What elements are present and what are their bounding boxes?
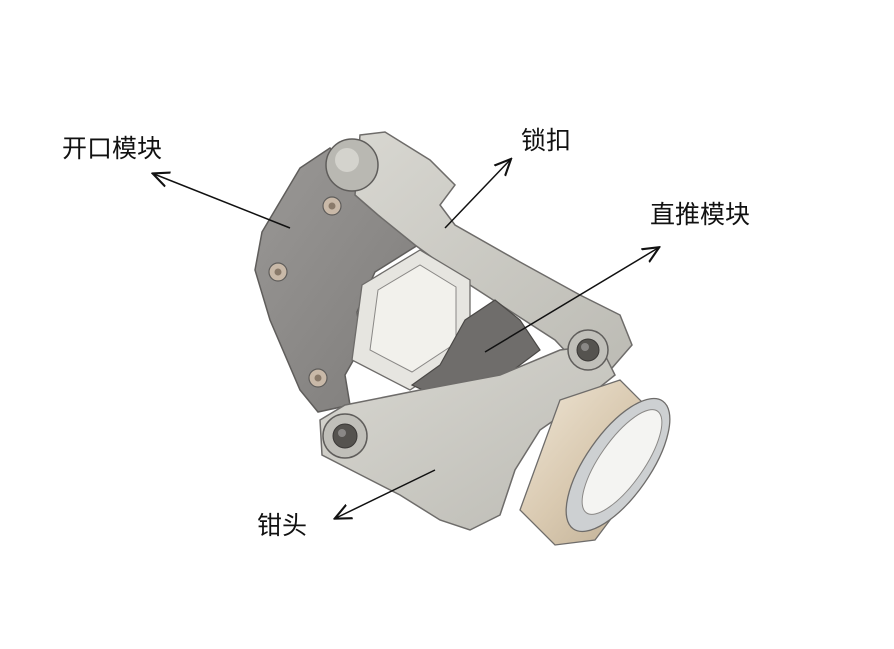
label-open-module: 开口模块 [62,134,163,163]
arrow-lock-buckle [444,160,510,229]
sleeve-cylinder [519,379,671,546]
label-lock-buckle: 锁扣 [521,126,572,155]
arrow-push-module [484,248,658,353]
pivot-pin-right [567,329,609,371]
label-jaw-head: 钳头 [257,511,308,540]
label-push-module: 直推模块 [650,200,751,229]
arrow-jaw-head [336,469,436,518]
bolt-2 [268,262,288,282]
lock-buckle-plate [354,131,633,373]
bolt-1 [322,196,342,216]
jaw-head-plate [319,344,616,531]
pivot-pin-left [322,413,368,459]
bolt-3 [308,368,328,388]
arrow-open-module [154,174,291,229]
